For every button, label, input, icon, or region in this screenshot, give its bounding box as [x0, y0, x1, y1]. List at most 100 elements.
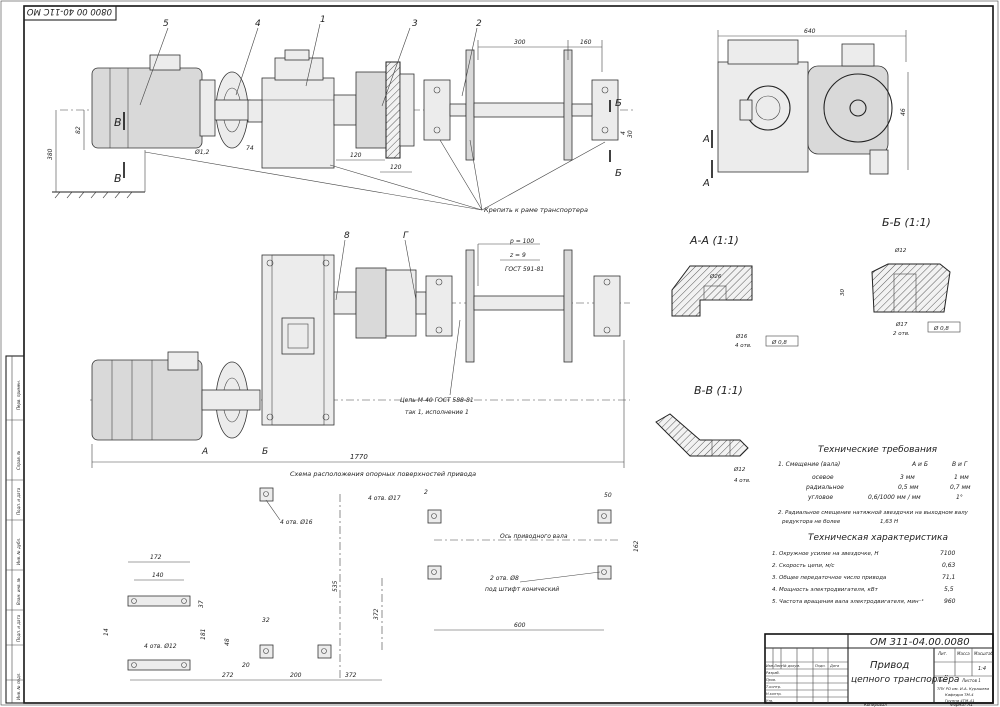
tech-char-1: 1. Окружное усилие на звездочке, Н — [772, 551, 878, 557]
layout-48: 48 — [224, 638, 231, 646]
dim-640: 640 — [804, 28, 816, 35]
pad-6 — [259, 644, 274, 659]
layout-172: 172 — [150, 554, 162, 561]
tech-requirements: Технические требования 1. Смещение (вала… — [778, 445, 971, 525]
callout-5: 5 — [163, 19, 169, 29]
dim-380: 380 — [47, 148, 54, 160]
pad-9 — [127, 659, 191, 671]
pad-5 — [597, 565, 612, 580]
pad-8 — [127, 595, 191, 607]
gear-spec-z: z = 9 — [509, 252, 526, 259]
tb-lbl-list: Лист — [773, 664, 784, 668]
bb-dim-1: Ø12 — [894, 247, 907, 254]
layout-600: 600 — [514, 622, 526, 629]
tb-lbl-doc: № докум. — [782, 664, 800, 668]
dim-4: 4 — [620, 131, 627, 135]
layout-4otv-17: 4 отв. Ø17 — [368, 495, 401, 502]
callout-4: 4 — [255, 19, 261, 29]
callout-8: 8 — [344, 231, 350, 241]
layout-2: 2 — [424, 489, 428, 496]
tb-scale: Масштаб — [974, 651, 994, 656]
tech-req-r2-c: 0,7 мм — [950, 484, 971, 491]
section-mark-b-bottom: Б — [615, 168, 622, 179]
layout-181: 181 — [200, 629, 207, 640]
gearbox — [261, 77, 335, 169]
section-mark-v-bottom: В — [114, 172, 122, 185]
dim-30: 30 — [627, 130, 634, 138]
bb-dim-5: Ø 0,8 — [933, 325, 949, 332]
top-stamp-text: 0800 00 40-11С МО — [26, 6, 112, 16]
tb-org-1: ТПУ РО им. И.А. Курашева — [937, 686, 990, 691]
bb-dim-2: 30 — [840, 289, 846, 296]
dim-82: 82 — [75, 126, 82, 134]
tech-characteristics: Техническая характеристика 1. Окружное у… — [772, 533, 956, 605]
section-aa: А-А (1:1) Ø26 Ø16 4 отв. Ø 0,8 — [671, 234, 799, 349]
layout-37: 37 — [198, 600, 205, 608]
tb-copy: Копировал — [864, 702, 887, 707]
section-bb-title: Б-Б (1:1) — [882, 216, 931, 229]
plan-mark-a: А — [201, 447, 208, 457]
dim-1770: 1770 — [350, 453, 368, 461]
tb-lbl-utv: Утв. — [766, 699, 773, 703]
inner-frame — [23, 5, 994, 704]
section-mark-a-bottom: А — [702, 178, 710, 189]
tb-lbl-data: Дата — [829, 664, 839, 668]
tb-scale-val: 1:4 — [978, 666, 986, 672]
layout-200: 200 — [290, 672, 302, 679]
tech-char-3: 3. Общее передаточное число привода — [772, 575, 887, 581]
tb-sheets: Листов 1 — [961, 678, 981, 683]
tech-req-line1-a: 1. Смещение (вала) — [778, 461, 840, 468]
chain-note-2: так 1, исполнение 1 — [405, 409, 469, 416]
layout-4otv-16: 4 отв. Ø16 — [280, 519, 313, 526]
dim-300: 300 — [514, 39, 526, 46]
aa-dim-1: Ø26 — [709, 273, 722, 280]
tech-req-r1-a: осевое — [812, 474, 834, 481]
gear-coupling — [355, 71, 387, 149]
tech-req-r2-a: радиальное — [805, 484, 844, 491]
bearing-right — [591, 79, 619, 141]
bearing-left — [423, 79, 451, 141]
tb-org-2: Кафедра ТМ-4 — [945, 692, 974, 697]
section-mark-b-top: Б — [615, 98, 622, 109]
tb-lbl-nkontr: Н.контр. — [766, 692, 782, 696]
dim-74: 74 — [246, 145, 254, 152]
dim-120a: 120 — [350, 152, 362, 159]
tb-lbl-izm: Изм. — [766, 664, 774, 668]
section-vv: В-В (1:1) Ø12 4 отв. — [655, 384, 751, 484]
layout-title: Схема расположения опорных поверхностей … — [290, 470, 476, 478]
dim-120b: 120 — [390, 164, 402, 171]
aa-dim-4: Ø 0,8 — [771, 339, 787, 346]
tech-char-2-val: 0,63 — [942, 562, 956, 569]
strip-label-6: Подп. и дата — [16, 614, 21, 642]
tb-name-1: Привод — [870, 660, 909, 671]
pad-1 — [259, 487, 274, 502]
tech-req-r2-b: 0,5 мм — [898, 484, 919, 491]
vv-dim-1: Ø12 — [733, 466, 746, 473]
callout-3: 3 — [412, 19, 418, 29]
tech-req-r1-b: 3 мм — [900, 474, 915, 481]
section-mark-a-top: А — [702, 134, 710, 145]
tb-org-3: Группа 4ТМ-41 — [945, 698, 974, 703]
dim-d1182: Ø1,2 — [194, 149, 209, 156]
tech-char-4-val: 5,5 — [944, 586, 954, 593]
tech-char-3-val: 71,1 — [942, 574, 955, 581]
layout-20: 20 — [242, 662, 250, 669]
vv-dim-2: 4 отв. — [734, 478, 751, 484]
tech-char-5: 5. Частота вращения вала электродвигател… — [772, 598, 924, 605]
gear-spec-p: р = 100 — [509, 238, 534, 245]
tech-req-title: Технические требования — [818, 445, 938, 455]
tb-sheet: Лист — [936, 678, 948, 683]
tech-char-4: 4. Мощность электродвигателя, кВт — [772, 587, 879, 593]
tech-req-line2a: 2. Радиальное смещение натяжной звездочк… — [778, 510, 969, 516]
support-layout: Схема расположения опорных поверхностей … — [103, 470, 640, 681]
tech-char-1-val: 7100 — [940, 550, 955, 557]
tech-char-5-val: 960 — [944, 598, 956, 605]
bb-dim-4: 2 отв. — [893, 331, 910, 337]
tb-doc-number: ОМ 311-04.00.0080 — [870, 637, 970, 648]
strip-label-1: Перв. примен. — [16, 380, 21, 410]
layout-50: 50 — [604, 492, 612, 499]
plan-motor — [91, 359, 203, 441]
callout-2: 2 — [476, 19, 482, 29]
tb-format: Формат А1 — [950, 702, 973, 707]
